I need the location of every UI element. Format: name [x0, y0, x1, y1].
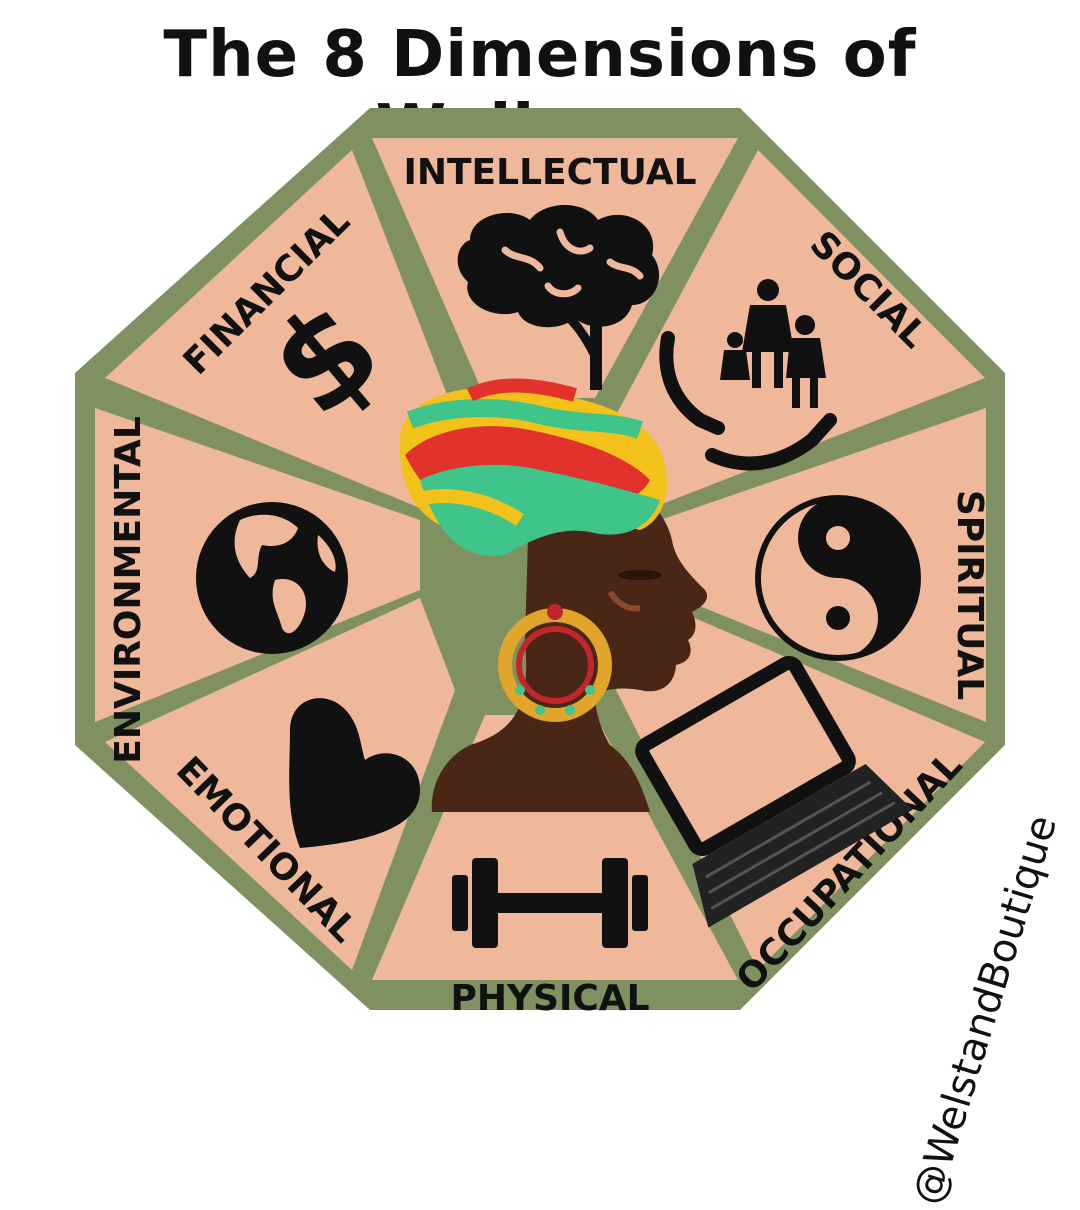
- label-physical: PHYSICAL: [450, 978, 649, 1019]
- heart-icon: [289, 698, 420, 848]
- segment-emotional: [105, 598, 455, 970]
- woman-figure-illustration: [399, 378, 708, 812]
- label-environmental: ENVIRONMENTAL: [108, 416, 149, 764]
- laptop-icon: [635, 655, 913, 928]
- wellness-wheel: INTELLECTUAL SOCIAL SPIRITUAL OCCUPATION…: [75, 108, 1005, 1019]
- brain-icon: [457, 205, 660, 390]
- neck-shoulders: [431, 640, 650, 812]
- segment-financial: [105, 150, 455, 508]
- label-intellectual: INTELLECTUAL: [403, 152, 696, 193]
- segment-occupational: [616, 600, 985, 970]
- helping-hands-people-icon: [659, 279, 837, 471]
- head-wrap-green: [420, 464, 660, 556]
- globe-icon: [196, 502, 348, 654]
- dumbbell-icon: [452, 858, 648, 948]
- yin-yang-icon: [755, 495, 921, 661]
- label-spiritual: SPIRITUAL: [949, 490, 990, 700]
